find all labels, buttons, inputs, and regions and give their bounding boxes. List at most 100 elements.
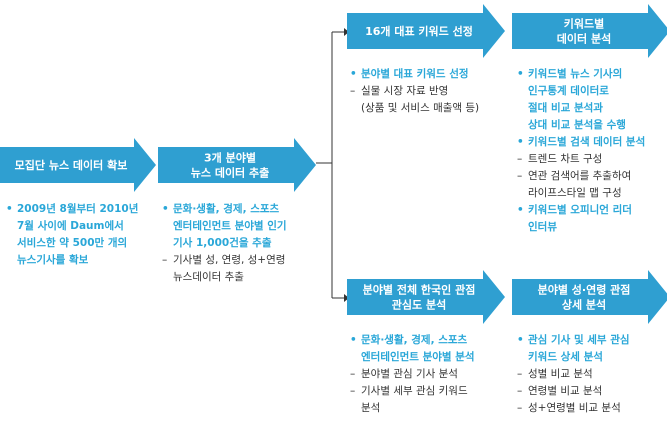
step-title-line: 키워드별	[564, 17, 604, 31]
description-text: 상대 비교 분석을 수행	[528, 119, 626, 131]
dash-marker: –	[517, 170, 523, 182]
dash-marker: –	[162, 254, 168, 266]
description-text: 엔터테인먼트 분야별 분석	[361, 351, 475, 363]
step-arrow-2	[158, 138, 316, 192]
description-text: 관심 기사 및 세부 관심	[528, 334, 630, 346]
description-text: 기사별 세부 관심 키워드	[361, 385, 468, 397]
description-line: – 기사별 세부 관심 키워드	[350, 383, 510, 400]
bullet-marker: •	[517, 204, 524, 216]
connector-heads	[344, 28, 349, 302]
description-line: 뉴스데이터 추출	[162, 269, 322, 286]
description-line: • 키워드별 오피니언 리더	[517, 202, 667, 219]
step-title-line: 분야별 성·연령 관점	[538, 283, 631, 297]
description-text: 연관 검색어를 추출하여	[528, 170, 632, 182]
description-line: 절대 비교 분석과	[517, 100, 667, 117]
step-arrow-6	[512, 270, 667, 324]
description-text: 뉴스데이터 추출	[173, 271, 244, 283]
description-text: 뉴스기사를 확보	[17, 254, 89, 266]
description-line: 인터뷰	[517, 219, 667, 236]
dash-item: – 트렌드 차트 구성	[517, 151, 667, 168]
description-text: 7월 사이에 Daum에서	[17, 220, 124, 232]
step-title-line: 상세 분석	[562, 298, 606, 312]
description-text: (상품 및 서비스 매출액 등)	[361, 102, 480, 114]
bullet-item: • 분야별 대표 키워드 선정	[350, 66, 510, 83]
dash-marker: –	[517, 385, 523, 397]
description-line: – 기사별 성, 연령, 성+연령	[162, 252, 322, 269]
description-line: 뉴스기사를 확보	[6, 252, 156, 269]
step-arrow-4	[512, 4, 667, 58]
bullet-marker: •	[6, 203, 13, 215]
bullet-marker: •	[517, 136, 524, 148]
dash-marker: –	[350, 368, 356, 380]
description-line: 키워드 상세 분석	[517, 349, 667, 366]
step-title-line: 분야별 전체 한국인 관점	[363, 283, 476, 297]
description-line: • 키워드별 뉴스 기사의	[517, 66, 667, 83]
description-line: • 2009년 8월부터 2010년	[6, 201, 156, 218]
description-line: 서비스한 약 500만 개의	[6, 235, 156, 252]
description-text: 연령별 비교 분석	[528, 385, 603, 397]
description-line: 엔터테인먼트 분야별 분석	[350, 349, 510, 366]
description-text: 라이프스타일 맵 구성	[528, 187, 622, 199]
dash-item: – 성별 비교 분석	[517, 366, 667, 383]
step-title-line: 16개 대표 키워드 선정	[365, 24, 473, 38]
dash-marker: –	[350, 385, 356, 397]
description-text: 문화·생활, 경제, 스포츠	[173, 203, 280, 215]
description-text: 키워드별 뉴스 기사의	[528, 68, 623, 80]
description-text: 실물 시장 자료 반영	[361, 85, 449, 97]
connector-bottom-arrowhead	[344, 294, 349, 302]
description-text: 성+연령별 비교 분석	[528, 402, 621, 414]
step-title-line: 데이터 분석	[557, 32, 611, 46]
dash-item: – 성+연령별 비교 분석	[517, 400, 667, 417]
step-title-line: 뉴스 데이터 추출	[191, 166, 270, 180]
dash-item: – 연령별 비교 분석	[517, 383, 667, 400]
dash-marker: –	[517, 402, 523, 414]
description-text: 분야별 관심 기사 분석	[361, 368, 458, 380]
bullet-marker: •	[350, 68, 357, 80]
dash-item: – 분야별 관심 기사 분석	[350, 366, 510, 383]
step-arrows	[0, 4, 667, 324]
description-line: 인구통계 데이터로	[517, 83, 667, 100]
description-line: – 성별 비교 분석	[517, 366, 667, 383]
bullet-marker: •	[517, 334, 524, 346]
bullet-marker: •	[350, 334, 357, 346]
description-line: 라이프스타일 맵 구성	[517, 185, 667, 202]
description-line: 기사 1,000건을 추출	[162, 235, 322, 252]
dash-marker: –	[517, 368, 523, 380]
description-line: (상품 및 서비스 매출액 등)	[350, 100, 510, 117]
description-text: 성별 비교 분석	[528, 368, 593, 380]
description-line: – 성+연령별 비교 분석	[517, 400, 667, 417]
description-line: – 연관 검색어를 추출하여	[517, 168, 667, 185]
dash-item: – 실물 시장 자료 반영 (상품 및 서비스 매출액 등)	[350, 83, 510, 117]
step-title-line: 모집단 뉴스 데이터 확보	[15, 158, 128, 172]
description-text: 기사별 성, 연령, 성+연령	[173, 254, 286, 266]
description-text: 2009년 8월부터 2010년	[17, 203, 139, 215]
bullet-item: • 키워드별 검색 데이터 분석	[517, 134, 667, 151]
description-text: 기사 1,000건을 추출	[173, 237, 272, 249]
bullet-marker: •	[517, 68, 524, 80]
description-line: • 문화·생활, 경제, 스포츠	[350, 332, 510, 349]
dash-marker: –	[517, 153, 523, 165]
description-text: 절대 비교 분석과	[528, 102, 603, 114]
description-line: – 실물 시장 자료 반영	[350, 83, 510, 100]
description-line: 분석	[350, 400, 510, 417]
step-arrow-3	[347, 4, 505, 58]
description-text: 키워드별 검색 데이터 분석	[528, 136, 646, 148]
description-text: 분석	[361, 402, 381, 414]
step-arrow-5	[347, 270, 505, 324]
step-title-line: 3개 분야별	[204, 151, 256, 165]
description-line: 상대 비교 분석을 수행	[517, 117, 667, 134]
description-text: 키워드별 오피니언 리더	[528, 204, 632, 216]
